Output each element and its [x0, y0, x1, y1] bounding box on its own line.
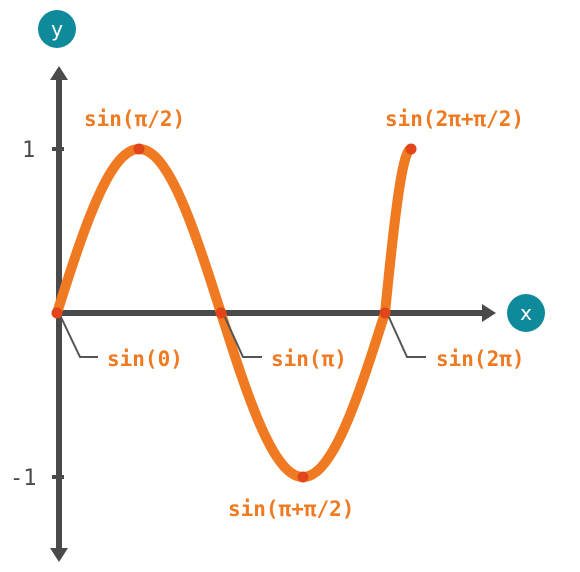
- y-axis-top-arrowhead: [50, 66, 68, 80]
- x-axis-badge: x: [507, 294, 545, 332]
- y-tick-label-neg1: -1: [10, 466, 37, 491]
- label-sin-3pi-half: sin(π+π/2): [228, 497, 354, 521]
- leader-line-sinpi: [222, 312, 262, 358]
- label-sin-0: sin(0): [107, 347, 183, 371]
- x-badge-circle: [507, 294, 545, 332]
- point-sin-3pi-half: [297, 471, 309, 483]
- point-sin-pi-half: [133, 143, 145, 155]
- point-sin-0: [51, 307, 63, 319]
- point-sin-end: [405, 143, 417, 155]
- leader-line-sin2pi: [386, 312, 426, 358]
- leader-line-sin0: [58, 312, 98, 358]
- point-sin-2pi: [379, 307, 391, 319]
- label-sin-end: sin(2π+π/2): [385, 107, 524, 131]
- y-tick-label-1: 1: [22, 138, 35, 163]
- y-badge-circle: [38, 10, 76, 48]
- y-badge-label: y: [51, 17, 63, 41]
- y-axis-bottom-arrowhead: [50, 548, 68, 562]
- sine-curve-line: [52, 144, 417, 482]
- label-sin-pi: sin(π): [271, 347, 347, 371]
- label-sin-2pi: sin(2π): [436, 347, 525, 371]
- x-badge-label: x: [520, 301, 532, 325]
- label-sin-pi-half: sin(π/2): [84, 107, 185, 131]
- x-axis-arrowhead: [482, 304, 496, 322]
- y-axis-badge: y: [38, 10, 76, 48]
- point-sin-pi: [215, 307, 227, 319]
